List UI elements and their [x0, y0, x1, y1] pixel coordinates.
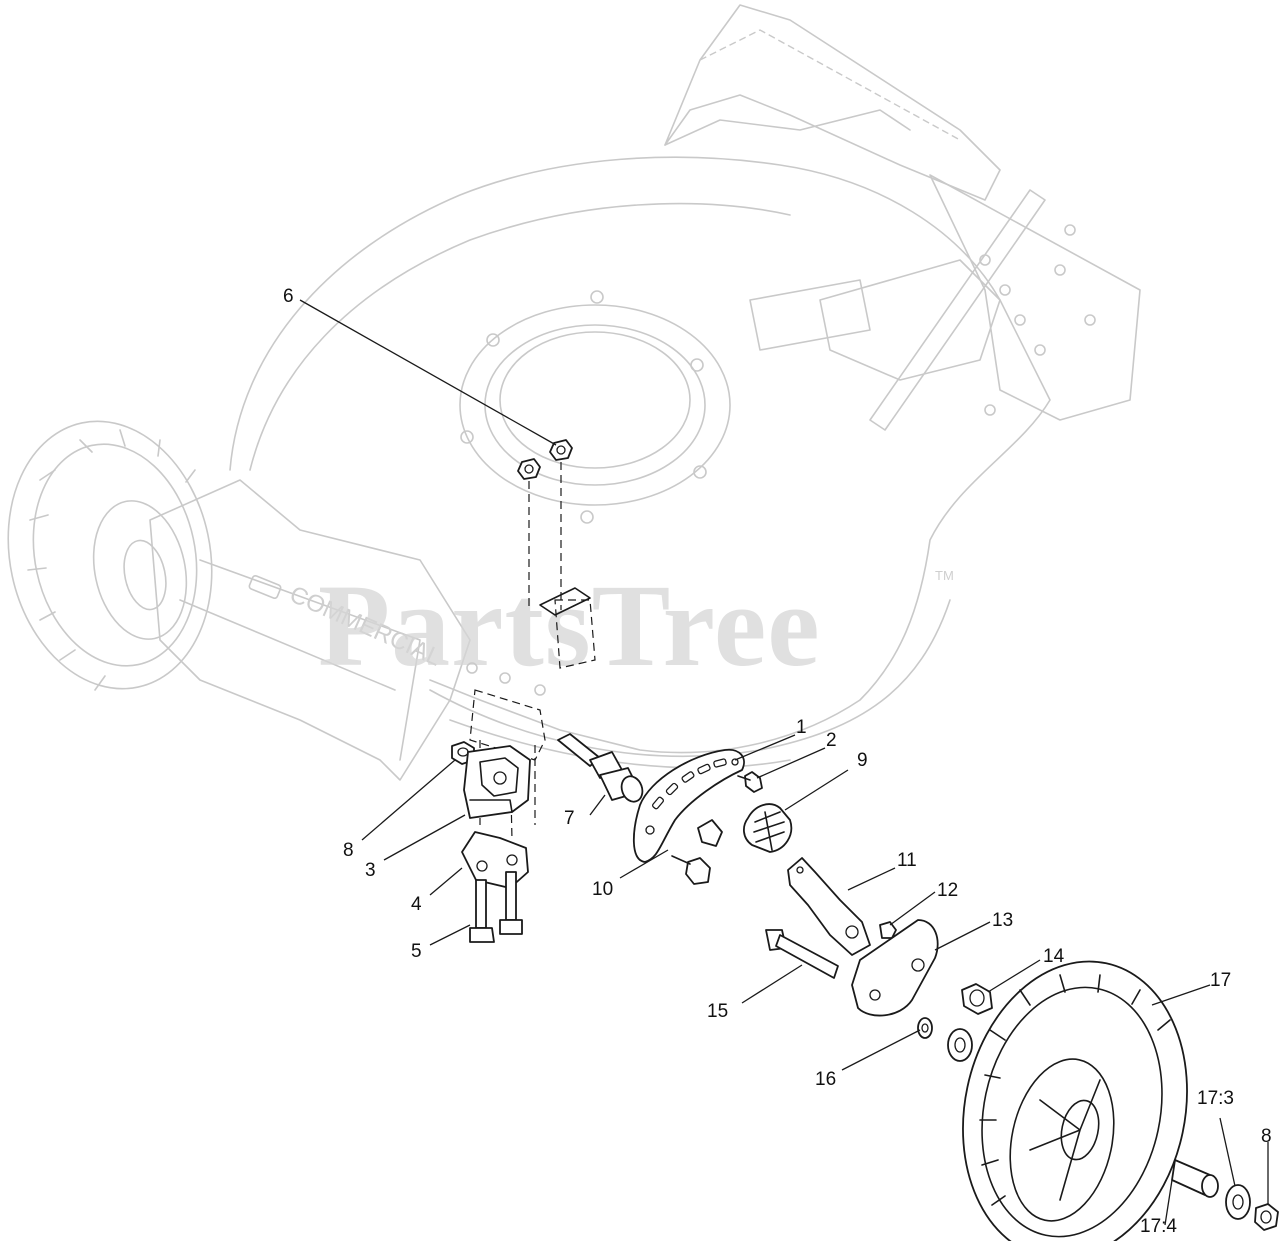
callout-14: 14	[1043, 946, 1065, 967]
part-4-plate	[461, 831, 529, 889]
callout-13: 13	[992, 910, 1013, 931]
part-11-lever	[787, 857, 871, 956]
part-9-grip-pad	[743, 803, 793, 853]
part-17-wheel	[962, 960, 1188, 1241]
callout-6: 6	[283, 286, 294, 307]
callout-17-3: 17:3	[1197, 1088, 1234, 1109]
callout-17: 17	[1210, 970, 1231, 991]
part-16-washers	[917, 1017, 973, 1062]
part-8-nut-right	[1254, 1203, 1279, 1231]
callout-11: 11	[897, 850, 917, 871]
callout-8-upper: 8	[343, 840, 354, 861]
callout-16: 16	[815, 1069, 836, 1090]
part-12-screw	[879, 921, 897, 939]
part-17-4-spacer	[1171, 1159, 1219, 1198]
part-5-bolts	[469, 871, 523, 943]
callout-8-lower: 8	[1261, 1126, 1272, 1147]
part-15-bolt	[765, 929, 839, 979]
left-wheel-background	[7, 420, 213, 691]
callout-4: 4	[411, 894, 422, 915]
callout-15: 15	[707, 1001, 728, 1022]
part-14-nut	[961, 983, 993, 1015]
callout-12: 12	[937, 880, 958, 901]
part-7-pin	[557, 733, 644, 803]
callout-10: 10	[592, 879, 613, 900]
part-3-bracket	[463, 745, 531, 819]
callout-labels: 1 2 9 6 7 8 3 4 5 10 11 12 13 14 15 16 1…	[283, 286, 1272, 1237]
callout-7: 7	[564, 808, 575, 829]
watermark-text: PartsTree	[318, 560, 821, 691]
leader-lines	[299, 299, 1269, 1226]
part-2-screw	[737, 771, 763, 793]
callout-2: 2	[826, 730, 837, 751]
callout-9: 9	[857, 750, 868, 771]
callout-1: 1	[796, 717, 807, 738]
part-13-axle-plate	[851, 919, 939, 1017]
part-17-3-washer	[1225, 1184, 1251, 1220]
callout-3: 3	[365, 860, 376, 881]
part-10-clip	[671, 819, 723, 885]
watermark-trademark: TM	[935, 568, 954, 583]
callout-5: 5	[411, 941, 422, 962]
part-1-height-plate	[632, 748, 745, 863]
callout-17-4: 17:4	[1140, 1216, 1177, 1237]
